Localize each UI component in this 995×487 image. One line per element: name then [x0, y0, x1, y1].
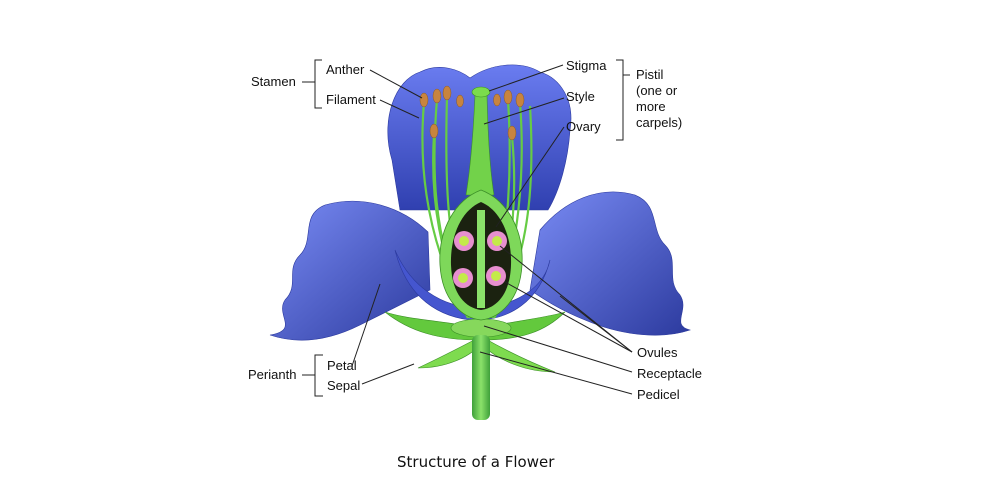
sepal-front-left [417, 337, 481, 369]
label-perianth: Perianth [248, 367, 297, 382]
label-pedicel: Pedicel [637, 387, 680, 402]
label-pistil-note-1: (one or [636, 83, 678, 98]
petal-left [269, 200, 431, 341]
label-stigma: Stigma [566, 58, 607, 73]
ovary-septum [477, 210, 485, 308]
petal-front [394, 249, 551, 321]
label-pistil-note-2: more [636, 99, 666, 114]
style [465, 94, 495, 196]
figure-caption: Structure of a Flower [397, 453, 555, 471]
leader-lines [302, 59, 633, 397]
label-pistil: Pistil [636, 67, 664, 82]
label-stamen: Stamen [251, 74, 296, 89]
pedicel [472, 335, 490, 420]
label-ovary: Ovary [566, 119, 601, 134]
receptacle [450, 318, 512, 338]
label-pistil-note-3: carpels) [636, 115, 683, 130]
label-style: Style [566, 89, 595, 104]
label-sepal: Sepal [327, 378, 361, 393]
petal-right [529, 191, 692, 336]
label-filament: Filament [326, 92, 376, 107]
label-ovules: Ovules [637, 345, 678, 360]
anthers [419, 85, 525, 141]
label-anther: Anther [326, 62, 365, 77]
sepal-left [384, 311, 479, 341]
label-petal: Petal [327, 358, 357, 373]
sepal-front-right [481, 337, 556, 373]
label-receptacle: Receptacle [637, 366, 703, 381]
ovules [453, 231, 507, 288]
stigma [471, 86, 491, 98]
